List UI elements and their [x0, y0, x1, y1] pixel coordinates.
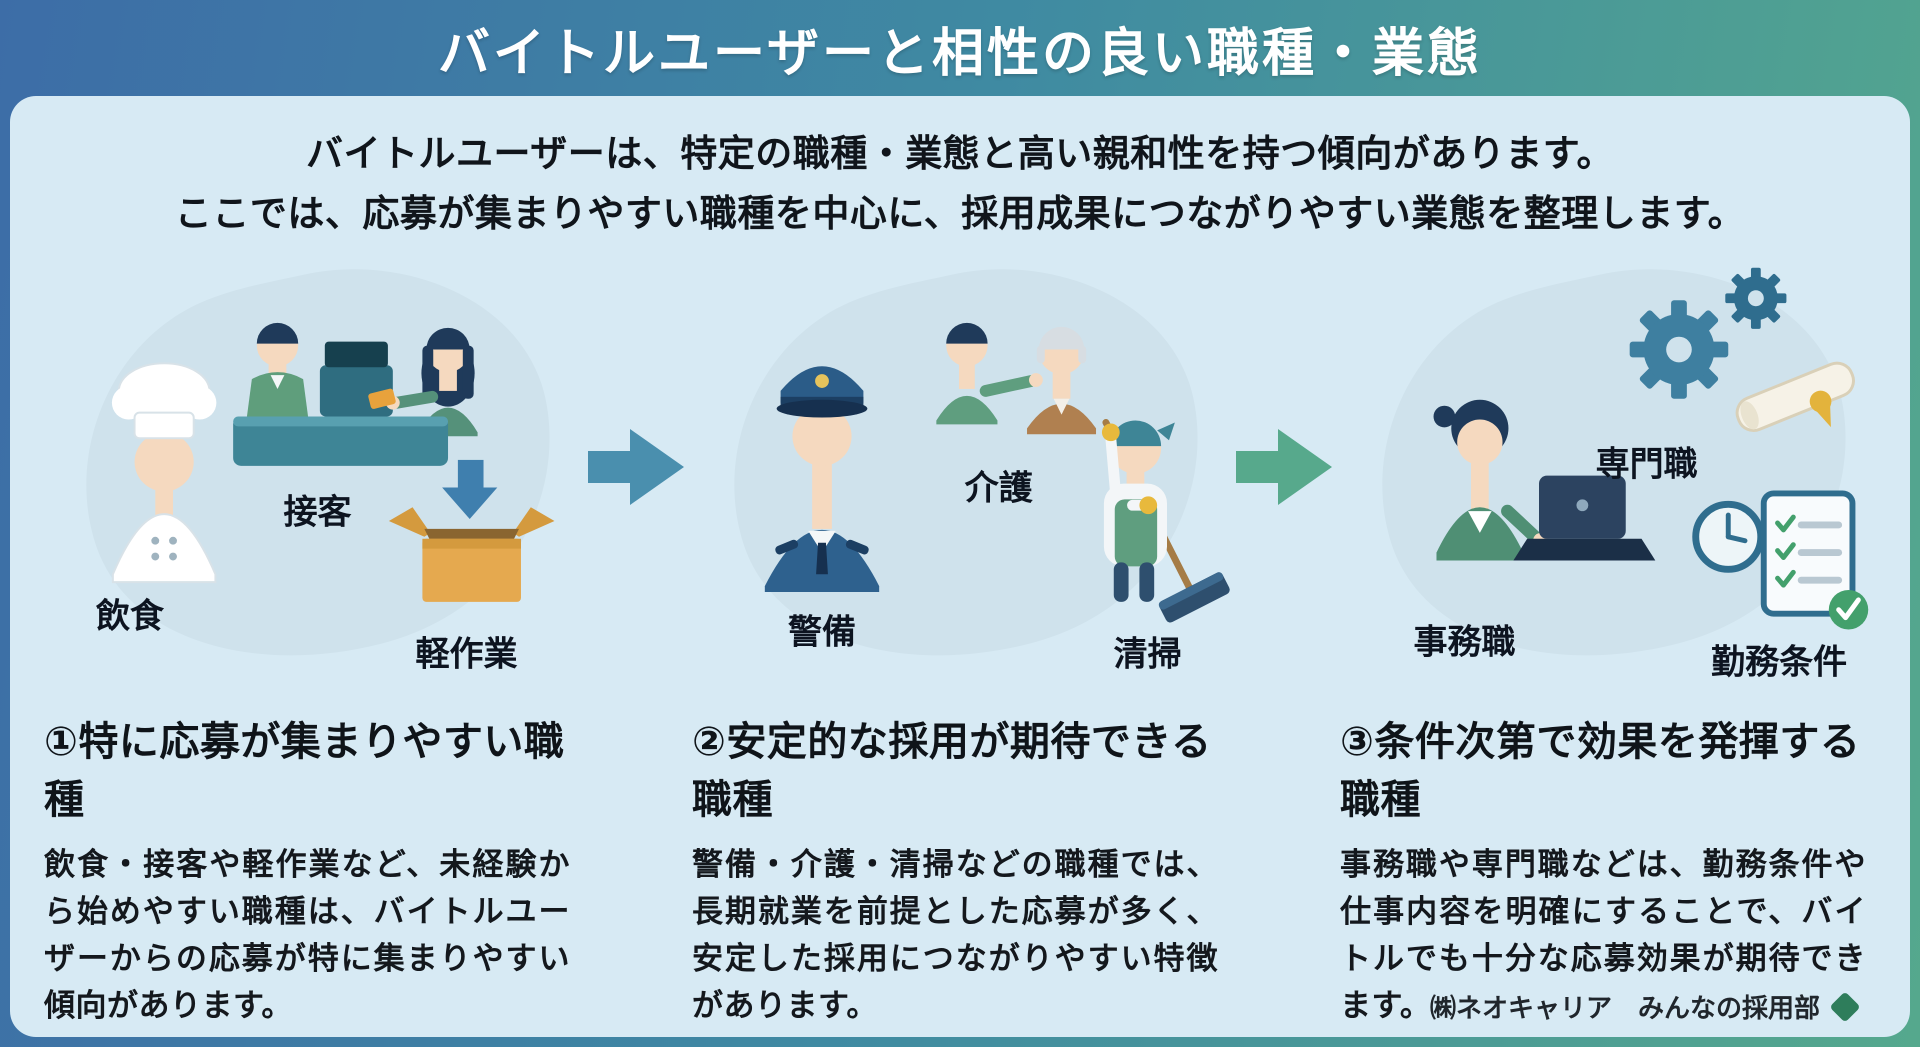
clock-checklist-icon [1692, 490, 1869, 630]
cleaner-icon [1101, 419, 1230, 623]
content-panel: バイトルユーザーは、特定の職種・業態と高い親和性を持つ傾向があります。 ここでは… [10, 96, 1910, 1037]
footer-logo-icon [1829, 990, 1861, 1023]
job-label-jimushoku: 事務職 [1413, 623, 1516, 662]
footer-credit: ㈱ネオキャリア みんなの採用部 [1429, 988, 1861, 1025]
chef-cook-icon [111, 362, 217, 584]
caregiver-elderly-icon [936, 322, 1097, 435]
job-label-keisagyou: 軽作業 [415, 635, 518, 674]
light-work-box-icon [388, 459, 555, 602]
intro-block: バイトルユーザーは、特定の職種・業態と高い親和性を持つ傾向があります。 ここでは… [10, 126, 1910, 241]
cluster-1-scene [86, 269, 555, 656]
section-1-body: 飲食・接客や軽作業など、未経験から始めやすい職種は、バイトルユーザーからの応募が… [44, 847, 570, 1024]
section-2-body: 警備・介護・清掃などの職種では、長期就業を前提とした応募が多く、安定した採用につ… [692, 847, 1218, 1024]
section-3-heading: ③条件次第で効果を発揮する職種 [1340, 720, 1861, 822]
footer-credit-text: ㈱ネオキャリア みんなの採用部 [1429, 993, 1820, 1023]
flow-arrow-1 [588, 247, 684, 687]
cluster-conditional-jobs: 事務職 専門職 勤務条件 [1332, 247, 1884, 707]
right-arrow-icon [588, 429, 684, 505]
intro-line-1: バイトルユーザーは、特定の職種・業態と高い親和性を持つ傾向があります。 [305, 133, 1615, 174]
spacer [1236, 709, 1332, 1029]
section-3-text: ③条件次第で効果を発揮する職種 事務職や専門職などは、勤務条件や仕事内容を明確に… [1332, 709, 1884, 1029]
job-label-sekkyaku: 接客 [283, 493, 352, 532]
page-title: バイトルユーザーと相性の良い職種・業態 [438, 24, 1482, 83]
job-label-seisou: 清掃 [1113, 635, 1182, 674]
section-2-heading: ②安定的な採用が期待できる職種 [692, 720, 1212, 822]
intro-line-2: ここでは、応募が集まりやすい職種を中心に、採用成果につながりやすい業態を整理しま… [174, 192, 1746, 234]
office-worker-icon [1433, 399, 1656, 561]
cluster-2-scene [734, 269, 1230, 656]
security-guard-icon [764, 366, 880, 592]
flow-row: 飲食 接客 軽作業 [10, 247, 1910, 707]
job-label-keibi: 警備 [788, 613, 856, 652]
job-label-inshoku: 飲食 [95, 597, 164, 636]
cluster-popular-jobs: 飲食 接客 軽作業 [36, 247, 588, 707]
header-banner: バイトルユーザーと相性の良い職種・業態 [0, 0, 1920, 96]
flow-arrow-2 [1236, 247, 1332, 687]
section-3-body: 事務職や専門職などは、勤務条件や仕事内容を明確にすることで、バイトルでも十分な応… [1340, 847, 1866, 1024]
cluster-stable-jobs: 警備 介護 清掃 [684, 247, 1236, 707]
section-2-text: ②安定的な採用が期待できる職種 警備・介護・清掃などの職種では、長期就業を前提と… [684, 709, 1236, 1029]
right-arrow-icon [1236, 429, 1332, 505]
certificate-icon [1735, 361, 1855, 432]
text-row: ①特に応募が集まりやすい職種 飲食・接客や軽作業など、未経験から始めやすい職種は… [10, 709, 1910, 1029]
section-1-heading: ①特に応募が集まりやすい職種 [44, 720, 565, 822]
job-label-kaigo: 介護 [964, 469, 1033, 508]
spacer [588, 709, 684, 1029]
cluster-3-scene [1382, 267, 1869, 656]
gears-certificate-icon [1629, 267, 1855, 432]
job-label-senmonshoku: 専門職 [1595, 445, 1698, 484]
section-1-text: ①特に応募が集まりやすい職種 飲食・接客や軽作業など、未経験から始めやすい職種は… [36, 709, 588, 1029]
cashier-customer-icon [233, 322, 478, 466]
job-label-kinmujouken: 勤務条件 [1711, 643, 1848, 682]
